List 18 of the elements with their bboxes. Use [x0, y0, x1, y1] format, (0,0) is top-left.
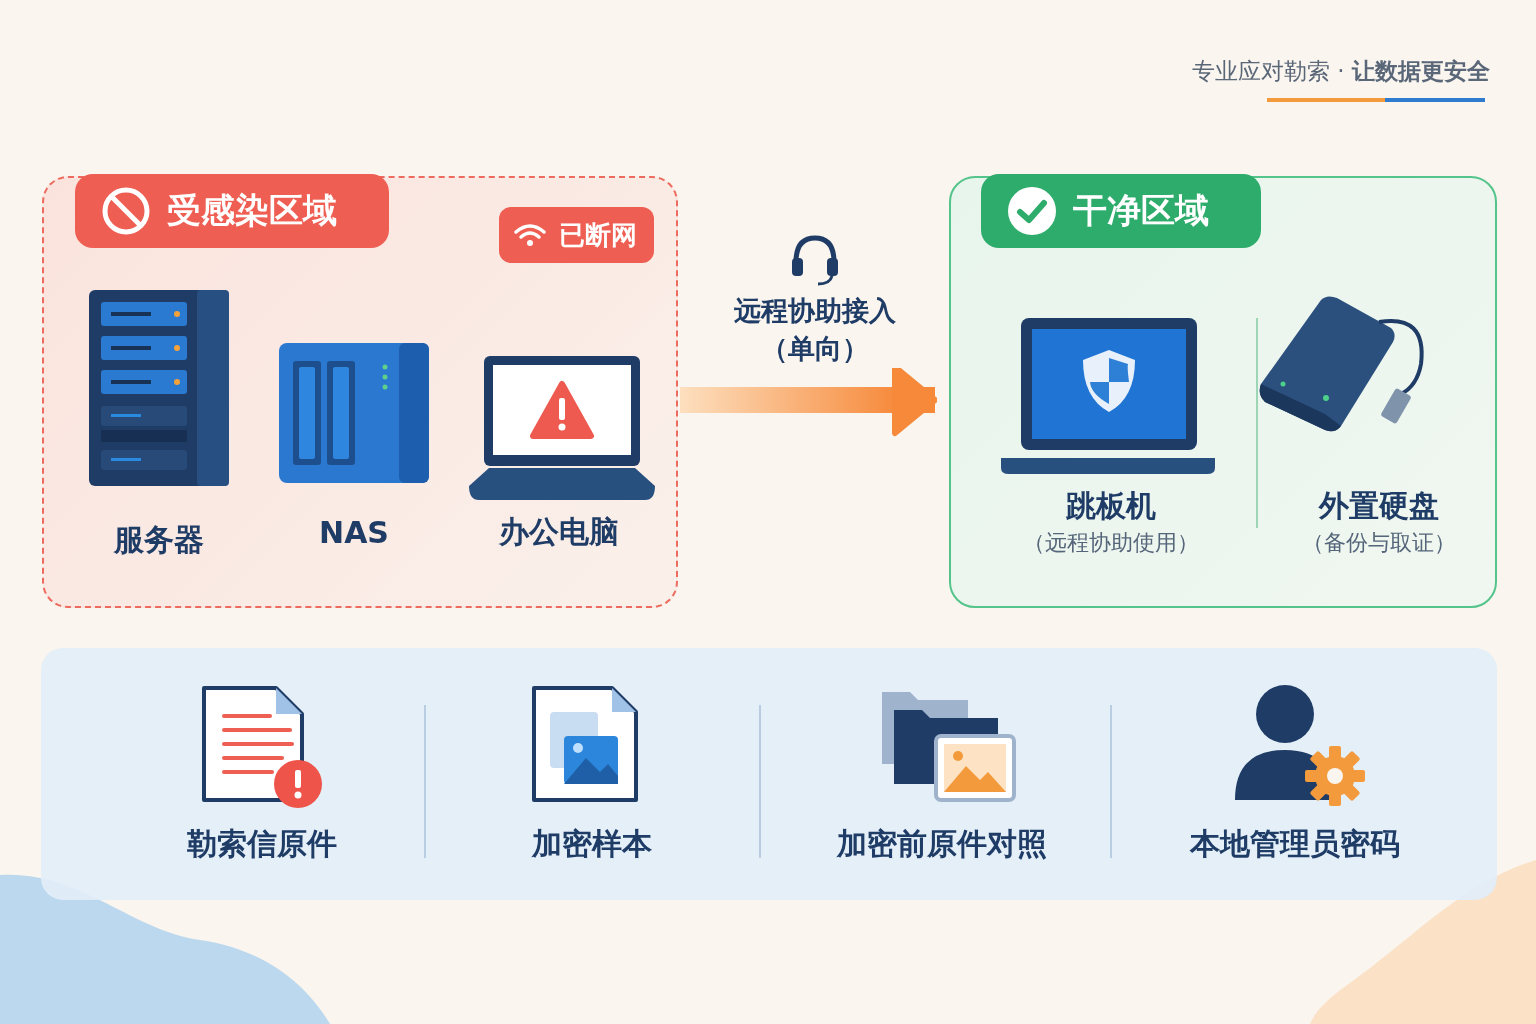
item-label: 加密样本	[530, 825, 653, 863]
status-text: 已断网	[559, 218, 637, 252]
infected-zone	[42, 176, 678, 608]
item-label: 加密前原件对照	[835, 825, 1048, 863]
device-label: 跳板机	[1065, 487, 1157, 525]
device-label: 外置硬盘	[1317, 487, 1440, 525]
item-label: 本地管理员密码	[1188, 825, 1401, 863]
zone-title: 干净区域	[1073, 189, 1209, 232]
device-label: NAS	[318, 515, 390, 550]
device-label: 办公电脑	[498, 513, 620, 551]
device-note: （远程协助使用）	[1022, 529, 1200, 557]
device-label: 服务器	[112, 521, 205, 559]
clean-zone	[949, 176, 1497, 608]
status-badge	[499, 207, 654, 263]
tagline: 专业应对勒索 · 让数据更安全	[1191, 57, 1490, 86]
device-note: （备份与取证）	[1300, 529, 1457, 557]
zone-title: 受感染区域	[167, 189, 337, 232]
item-label: 勒索信原件	[186, 825, 338, 863]
